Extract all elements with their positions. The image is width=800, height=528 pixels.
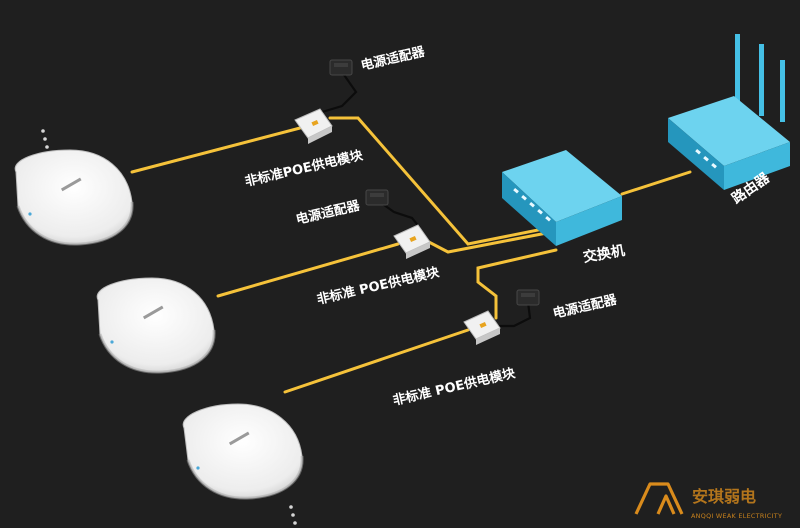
poe-module-label: 非标准POE供电模块 [243, 147, 365, 190]
cable-ap1-poe1 [130, 126, 302, 174]
access-point-icon [14, 149, 134, 246]
router-icon [668, 34, 790, 190]
cable-ap2-poe2 [216, 242, 400, 298]
cable-poe1-switch [328, 116, 550, 246]
ellipsis-dots-icon [41, 129, 49, 149]
access-point-icon [182, 403, 304, 500]
power-adapter-label: 电源适配器 [551, 291, 619, 321]
power-adapter-icon [329, 59, 353, 76]
switch-icon [502, 150, 622, 246]
watermark-brand-cn: 安琪弱电 [692, 487, 756, 506]
ellipsis-dots-icon [289, 505, 297, 525]
power-cords [321, 71, 532, 328]
power-adapter-label: 电源适配器 [294, 197, 362, 227]
poe-module-icon [294, 108, 333, 144]
power-adapter-icon [516, 289, 540, 306]
cable-poe3-switch [476, 248, 558, 320]
access-point-icon [96, 277, 216, 374]
poe-module-icon [463, 310, 501, 345]
watermark-logo-icon [634, 482, 684, 515]
power-adapter-icon [365, 189, 389, 206]
watermark-brand-en: ANQQI WEAK ELECTRICITY [691, 512, 782, 520]
cable-switch-router [620, 170, 692, 196]
watermark: 安琪弱电 ANQQI WEAK ELECTRICITY [634, 482, 782, 520]
poe-module-label: 非标准 POE供电模块 [315, 264, 441, 308]
cable-ap3-poe3 [283, 328, 470, 394]
poe-module-icon [393, 224, 431, 259]
poe-module-label: 非标准 POE供电模块 [391, 365, 517, 409]
cable-poe2-switch [423, 230, 554, 254]
ethernet-cables [130, 116, 692, 394]
power-adapter-label: 电源适配器 [359, 43, 427, 73]
switch-label: 交换机 [582, 242, 626, 266]
